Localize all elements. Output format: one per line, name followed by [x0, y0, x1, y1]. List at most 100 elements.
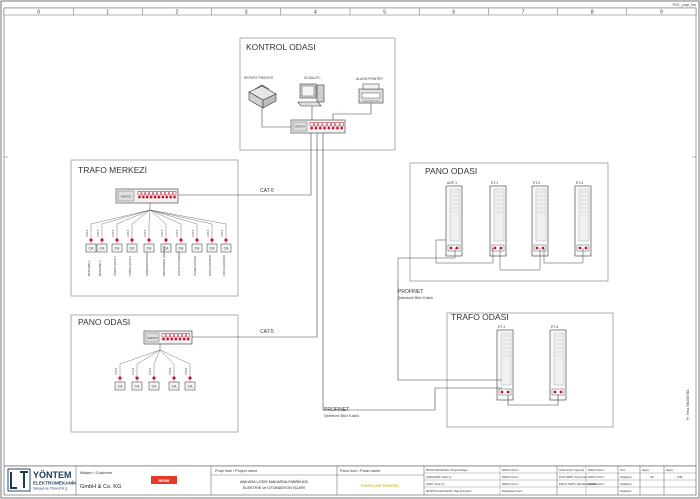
- port-led: [314, 126, 318, 130]
- switch-port: [145, 191, 149, 196]
- feeder-box: [131, 381, 143, 391]
- feeder-node: [135, 376, 139, 380]
- feeder-node: [210, 238, 214, 242]
- pano-left-switch-label: SWITCH: [148, 337, 158, 340]
- feeder-node: [100, 238, 104, 242]
- kontrol-room-frame: [239, 37, 396, 151]
- switch-ports: [309, 122, 344, 130]
- feeder-node-label: CAT-5: [206, 229, 210, 237]
- port-led: [186, 337, 190, 341]
- feeder-box-label: CA: [195, 247, 200, 251]
- top-right-code: YNTL_proje_2ns: [672, 3, 696, 7]
- trafo-merkezi-room: TRAFO MERKEZİ SWITCH CAT-5 CAT-5CABESLEM…: [70, 159, 274, 297]
- feeder-node-label: CAT-5: [148, 367, 152, 375]
- feeder-cable: [90, 209, 151, 238]
- feeder-cable: [149, 209, 167, 238]
- trafo-odasi-title: TRAFO ODASI: [451, 312, 509, 322]
- feeder-box: [184, 381, 196, 391]
- port-led: [145, 195, 149, 199]
- approval-label: ONAYLAYAN / Approved: [559, 469, 585, 472]
- column-number: 7: [522, 10, 525, 16]
- profinet-port: [498, 388, 512, 396]
- feeder-box: [114, 381, 126, 391]
- project-value-1: ANKARA LOSIS MAKARNA FABRİKASI: [240, 479, 308, 484]
- kontrol-room: KONTROL ODASI REPORT PRINTER SCADA PC AL…: [239, 37, 396, 151]
- feeder-label: PARATONER HÜCRESİ: [161, 245, 166, 276]
- panel-label: ET-1: [491, 181, 498, 185]
- feeder-node: [188, 376, 192, 380]
- customer-logo-text: RENK: [158, 478, 170, 483]
- page-total: 0/11: [677, 475, 683, 479]
- feeder-box: [148, 381, 160, 391]
- port-led: [541, 246, 545, 250]
- profinet-links: PROFINET Şebekeli Blizi Kablo PROFINET Ş…: [323, 279, 559, 418]
- feeder-label: KUPLAJ HÜCRESİ: [176, 252, 181, 276]
- feeder-node: [195, 238, 199, 242]
- feeder-node: [130, 238, 134, 242]
- feeder-cable: [148, 209, 151, 238]
- switch-port: [335, 122, 340, 127]
- port-led: [157, 195, 161, 199]
- port-led: [318, 126, 322, 130]
- feeder-node-label: CAT-5: [96, 229, 100, 237]
- column-number: 8: [591, 10, 594, 16]
- feeder-node-label: CAT-5: [220, 229, 224, 237]
- panel-module: [449, 188, 461, 242]
- switch-port: [153, 191, 157, 196]
- profinet-2-label: PROFINET: [324, 407, 349, 413]
- switch-port: [331, 122, 336, 127]
- profinet-1-sub: Şebekeli Blizi Kablo: [398, 295, 434, 300]
- feeder-cable: [159, 349, 175, 376]
- company-name: YÖNTEM: [33, 470, 72, 480]
- change-value: Değiştiren: [620, 482, 632, 486]
- drawn-by-value: MURAT GÜLLÜ: [502, 469, 519, 472]
- switch-port: [339, 122, 344, 127]
- feeder-box-label: CA: [179, 247, 184, 251]
- port-led: [500, 390, 504, 394]
- feeder-node-label: CAT-5: [126, 229, 130, 237]
- port-led: [161, 195, 165, 199]
- port-led: [499, 246, 503, 250]
- port-led: [340, 126, 344, 130]
- feeder-label: TRAFO ÇIKIŞ 2: [128, 256, 132, 276]
- trafo-merkezi-title: TRAFO MERKEZİ: [78, 165, 147, 175]
- title-block: YÖNTEM ELEKTROMEKANİK Sanayi ve Ticaret …: [3, 465, 697, 496]
- manufacture-label: İMALAT TARİHİ / Manufacturing date: [559, 483, 597, 486]
- switch-port: [157, 191, 161, 196]
- kontrol-switch-label: SWITCH: [295, 125, 305, 129]
- manufacture-value: MURAT GÜLLÜ: [588, 483, 605, 486]
- feeder-cable: [149, 209, 182, 238]
- feeder-label: TRAFO ÇIKIŞ 1: [113, 256, 117, 276]
- company-line2: ELEKTROMEKANİK: [33, 480, 77, 486]
- pano-left-title: PANO ODASI: [78, 317, 130, 327]
- port-led: [153, 195, 157, 199]
- switch-port: [161, 191, 165, 196]
- port-led: [310, 126, 313, 130]
- feeder-node: [172, 376, 176, 380]
- port-led: [138, 195, 141, 199]
- switch-port: [178, 333, 182, 338]
- version: Değiştiren: [620, 489, 632, 493]
- switch-port: [165, 333, 170, 338]
- panel-label: Pano İsmi / Panel name: [340, 468, 380, 473]
- drawn-by-label: PROJE SORUMLUSU / Project Manager: [426, 469, 468, 472]
- profinet-1-label: PROFINET: [398, 289, 423, 295]
- port-led: [336, 126, 339, 130]
- switch-port: [169, 333, 174, 338]
- feeder-node-label: CAT-5: [168, 367, 172, 375]
- port-led: [142, 195, 145, 199]
- switch-port: [172, 191, 177, 196]
- feeder-box-label: CA: [118, 385, 123, 389]
- trunk-cable-pano: [192, 133, 318, 338]
- feeder-box-label: CA: [188, 385, 193, 389]
- feeder-box-label: CA: [224, 247, 229, 251]
- switch-port: [161, 333, 166, 338]
- port-led: [584, 246, 588, 250]
- profinet-port: [491, 244, 505, 252]
- feeder-cable: [149, 209, 227, 238]
- feeder-node-label: CAT-5: [85, 229, 89, 237]
